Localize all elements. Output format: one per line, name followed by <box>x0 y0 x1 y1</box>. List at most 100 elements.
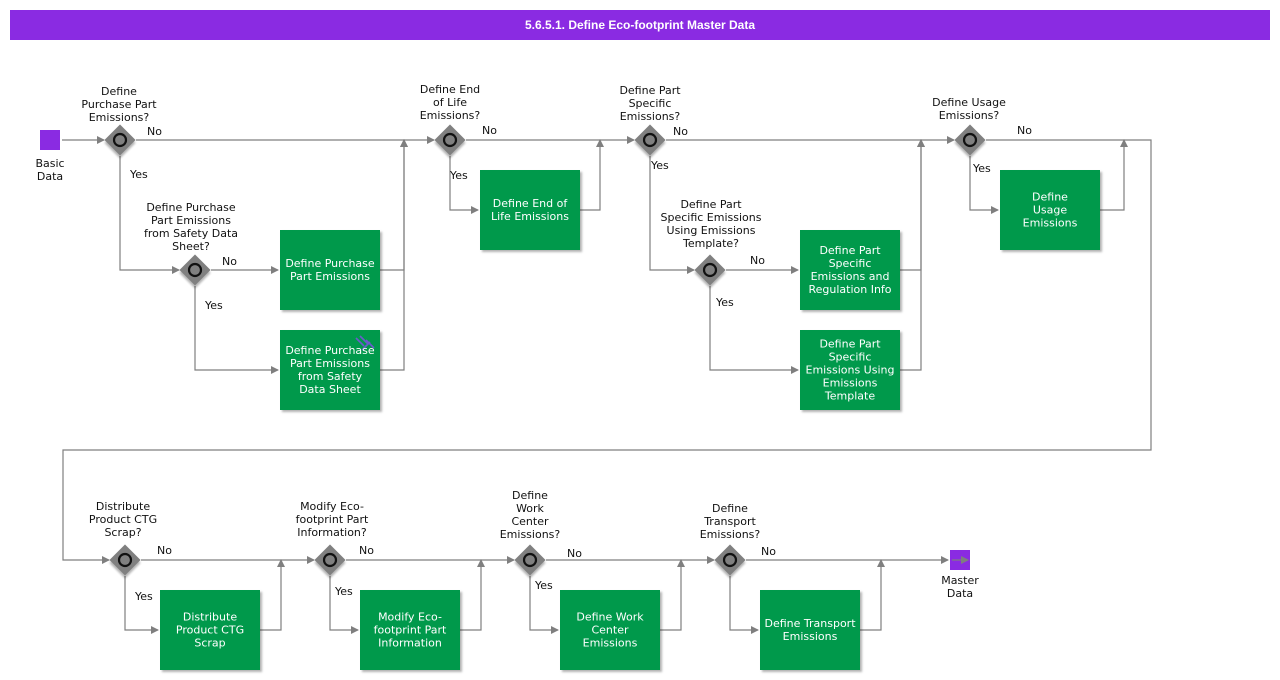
activity-box[interactable] <box>280 230 380 310</box>
gateway-no-label: No <box>761 545 776 558</box>
activity-box[interactable] <box>760 590 860 670</box>
gateway-circle-icon <box>117 552 133 568</box>
gateway-yes-label: Yes <box>449 169 468 182</box>
gateway-circle-icon <box>642 132 658 148</box>
activity-a1[interactable] <box>280 230 380 310</box>
sequence-flow <box>660 559 685 631</box>
activity-a6[interactable] <box>1000 170 1100 250</box>
activity-box[interactable] <box>280 330 380 410</box>
sequence-flow <box>62 139 1152 564</box>
activity-a4[interactable] <box>800 230 900 310</box>
gateway-yes-label: Yes <box>972 162 991 175</box>
start-event[interactable] <box>40 130 60 150</box>
gateway-circle-icon <box>187 262 203 278</box>
gateway-diamond[interactable] <box>179 254 211 286</box>
gateway-no-label: No <box>222 255 237 268</box>
gateway-g3[interactable] <box>434 124 466 156</box>
gateway-no-label: No <box>147 125 162 138</box>
gateway-no-label: No <box>567 547 582 560</box>
activity-a7[interactable] <box>160 590 260 670</box>
sequence-flow <box>900 139 925 271</box>
activity-box[interactable] <box>160 590 260 670</box>
gateway-g7[interactable] <box>109 544 141 576</box>
gateway-no-label: No <box>1017 124 1032 137</box>
sequence-flow <box>380 139 408 371</box>
activity-a9[interactable] <box>560 590 660 670</box>
gateway-yes-label: Yes <box>134 590 153 603</box>
gateway-g9[interactable] <box>514 544 546 576</box>
activity-a3[interactable] <box>480 170 580 250</box>
gateway-circle-icon <box>322 552 338 568</box>
sequence-flow <box>709 286 799 374</box>
gateway-diamond[interactable] <box>694 254 726 286</box>
sequence-flow <box>260 559 285 631</box>
sequence-flow <box>449 156 479 214</box>
gateway-no-label: No <box>157 544 172 557</box>
activity-box[interactable] <box>800 230 900 310</box>
gateway-diamond[interactable] <box>434 124 466 156</box>
gateway-yes-label: Yes <box>204 299 223 312</box>
gateway-diamond[interactable] <box>314 544 346 576</box>
activity-a10[interactable] <box>760 590 860 670</box>
gateway-g1[interactable] <box>104 124 136 156</box>
gateway-g4[interactable] <box>634 124 666 156</box>
sequence-flow <box>580 139 604 211</box>
connectors <box>62 136 1152 634</box>
gateway-circle-icon <box>962 132 978 148</box>
gateway-circle-icon <box>702 262 718 278</box>
gateway-diamond[interactable] <box>109 544 141 576</box>
activity-a8[interactable] <box>360 590 460 670</box>
sequence-flow <box>729 576 759 634</box>
sequence-flow <box>649 156 695 274</box>
activity-box[interactable] <box>800 330 900 410</box>
activity-box[interactable] <box>480 170 580 250</box>
gateway-diamond[interactable] <box>954 124 986 156</box>
gateway-yes-label: Yes <box>534 579 553 592</box>
gateway-circle-icon <box>442 132 458 148</box>
gateway-g5[interactable] <box>694 254 726 286</box>
sequence-flow <box>124 576 159 634</box>
sequence-flow <box>194 286 279 374</box>
gateways <box>104 124 986 576</box>
activity-box[interactable] <box>1000 170 1100 250</box>
gateway-g2[interactable] <box>179 254 211 286</box>
link-icon[interactable] <box>355 335 375 351</box>
gateway-no-label: No <box>359 544 374 557</box>
gateway-no-label: No <box>750 254 765 267</box>
gateway-g8[interactable] <box>314 544 346 576</box>
gateway-diamond[interactable] <box>514 544 546 576</box>
activity-box[interactable] <box>560 590 660 670</box>
sequence-flow <box>380 139 408 271</box>
activity-box[interactable] <box>360 590 460 670</box>
sequence-flow <box>460 559 485 631</box>
activity-a5[interactable] <box>800 330 900 410</box>
gateway-yes-label: Yes <box>129 168 148 181</box>
activity-a2[interactable] <box>280 330 380 410</box>
gateway-diamond[interactable] <box>104 124 136 156</box>
sequence-flow <box>1100 139 1128 211</box>
gateway-g6[interactable] <box>954 124 986 156</box>
sequence-flow <box>529 576 559 634</box>
gateway-g10[interactable] <box>714 544 746 576</box>
gateway-diamond[interactable] <box>634 124 666 156</box>
diagram-title: 5.6.5.1. Define Eco-footprint Master Dat… <box>10 10 1270 40</box>
gateway-diamond[interactable] <box>714 544 746 576</box>
sequence-flow <box>860 559 885 631</box>
sequence-flow <box>329 576 359 634</box>
